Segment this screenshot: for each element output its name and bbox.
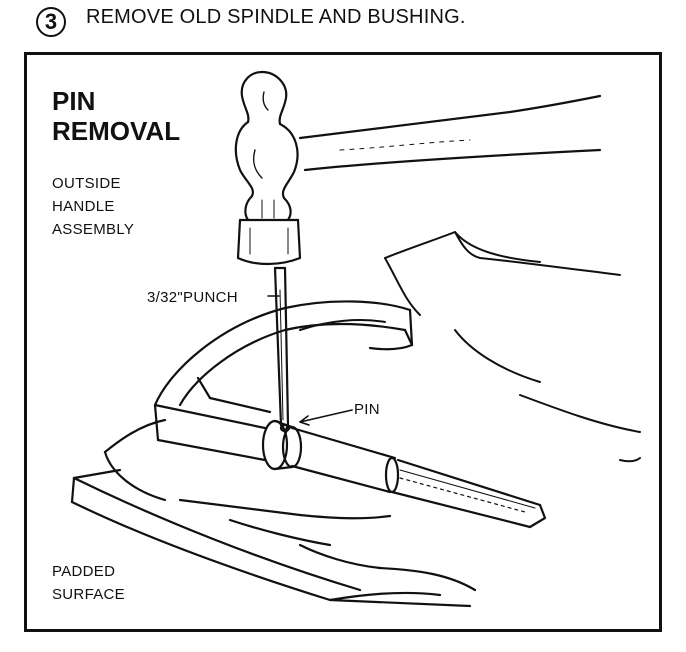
step-header: 3 <box>36 2 66 42</box>
step-instruction: REMOVE OLD SPINDLE AND BUSHING. <box>86 6 466 28</box>
label-outside-line3: ASSEMBLY <box>52 221 135 238</box>
punch-tool <box>273 266 290 434</box>
label-pin: PIN <box>354 401 380 418</box>
label-outside-line2: HANDLE <box>52 198 115 215</box>
spindle <box>290 426 547 529</box>
label-outside-handle-assembly: OUTSIDE HANDLE ASSEMBLY <box>52 172 134 241</box>
figure-title-line1: PIN <box>52 86 96 116</box>
label-padded-line2: SURFACE <box>52 586 125 603</box>
step-number-badge: 3 <box>36 7 66 37</box>
label-padded-line1: PADDED <box>52 563 116 580</box>
label-outside-line1: OUTSIDE <box>52 175 121 192</box>
figure-frame <box>24 52 662 632</box>
figure-title-line2: REMOVAL <box>52 116 181 146</box>
hand-outline <box>299 231 641 463</box>
label-padded-surface: PADDED SURFACE <box>52 560 125 606</box>
leader-lines <box>267 295 353 426</box>
padded-surface <box>70 418 477 608</box>
figure-title: PIN REMOVAL <box>52 86 180 146</box>
hammer <box>234 70 602 266</box>
label-punch: 3/32"PUNCH <box>147 289 238 306</box>
